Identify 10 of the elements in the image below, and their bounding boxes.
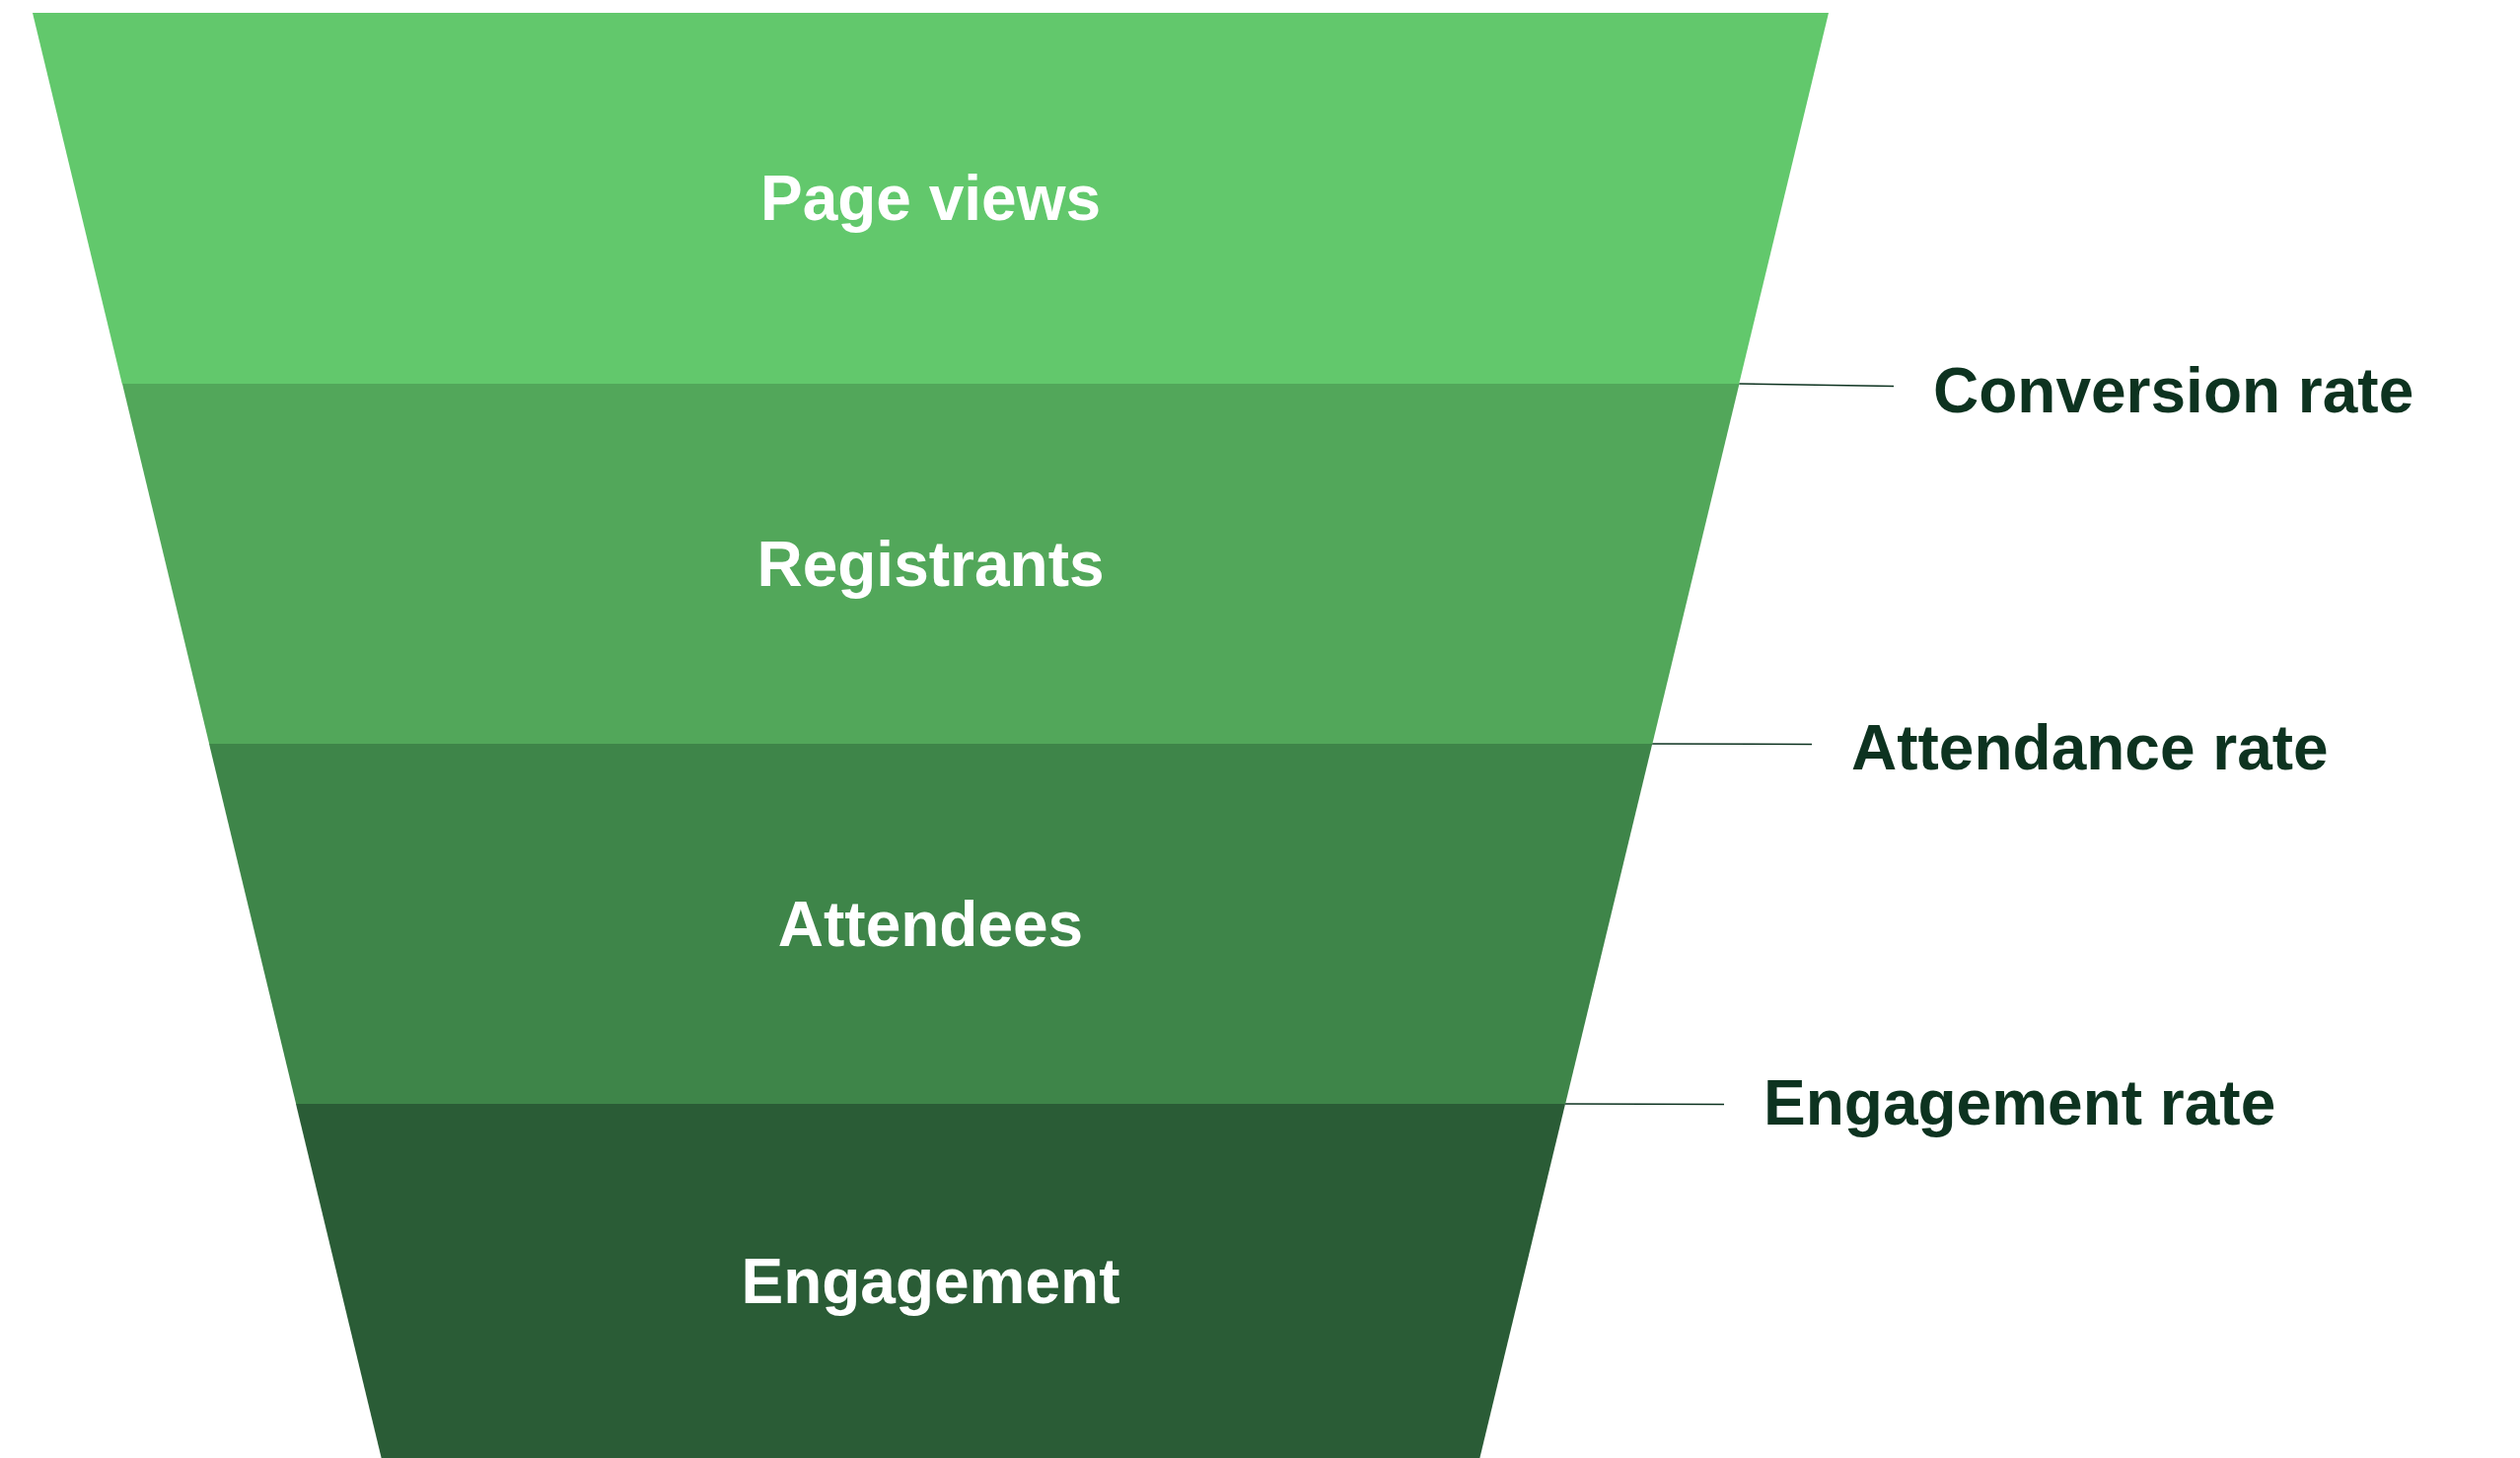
stage-label: Page views: [758, 162, 1103, 235]
leader-line: [1564, 1103, 1725, 1106]
rate-label: Conversion rate: [1933, 354, 2414, 427]
stage-label: Attendees: [776, 887, 1085, 961]
leader-line: [1738, 383, 1895, 388]
stage-label: Engagement: [740, 1244, 1121, 1318]
leader-line: [1651, 743, 1813, 746]
rate-label: Engagement rate: [1764, 1066, 2276, 1139]
stage-label: Registrants: [756, 527, 1106, 601]
rate-label: Attendance rate: [1851, 711, 2329, 784]
